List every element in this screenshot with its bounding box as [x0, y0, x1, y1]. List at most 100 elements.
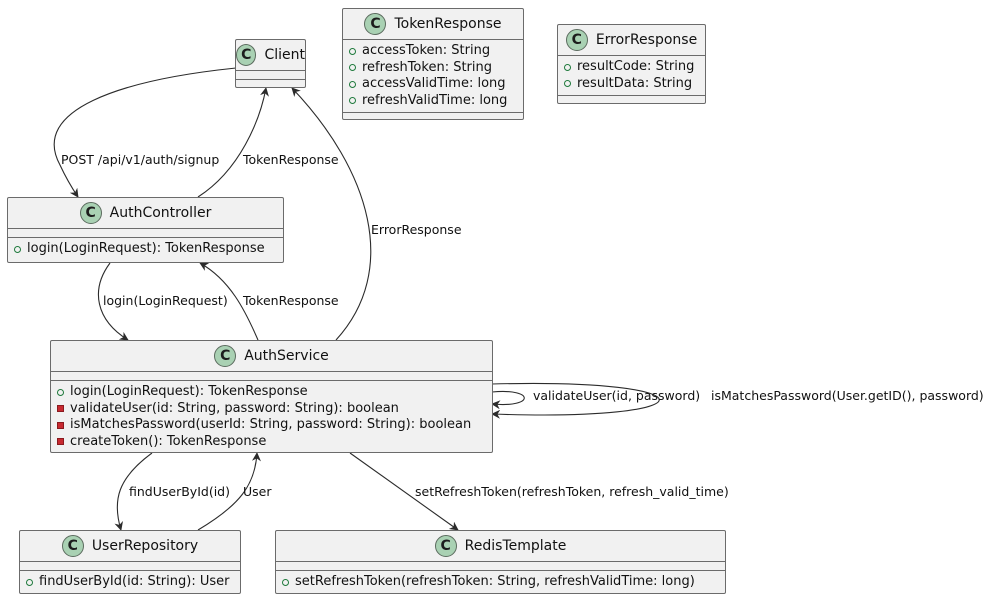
- class-header: C ErrorResponse: [558, 25, 705, 55]
- edge-label-service-to-client: ErrorResponse: [371, 222, 462, 237]
- public-visibility-icon: [349, 97, 356, 105]
- attribute-row: refreshToken: String: [349, 60, 517, 77]
- edge-self-matches: [491, 382, 660, 419]
- class-client[interactable]: C Client: [235, 39, 306, 88]
- method-list: login(LoginRequest): TokenResponse valid…: [51, 381, 492, 453]
- class-stereotype-icon: C: [61, 535, 84, 557]
- method-row: findUserById(id: String): User: [26, 574, 234, 591]
- class-stereotype-icon: C: [565, 29, 588, 51]
- method-row: login(LoginRequest): TokenResponse: [57, 384, 486, 401]
- attributes-divider: [558, 55, 705, 56]
- class-name: AuthService: [244, 348, 329, 364]
- public-visibility-icon: [282, 578, 289, 586]
- attribute-row: resultCode: String: [564, 59, 699, 76]
- class-redis-template[interactable]: C RedisTemplate setRefreshToken(refreshT…: [275, 530, 726, 594]
- method-row: login(LoginRequest): TokenResponse: [14, 241, 277, 258]
- class-stereotype-icon: C: [364, 13, 387, 35]
- edge-label-self-matches: isMatchesPassword(User.getID(), password…: [711, 388, 984, 403]
- private-visibility-icon: [57, 438, 64, 446]
- attributes-divider: [343, 39, 523, 40]
- edge-label-service-to-controller: TokenResponse: [243, 293, 339, 308]
- attribute-row: accessValidTime: long: [349, 76, 517, 93]
- edge-client-to-controller: [53, 67, 237, 198]
- edge-label-service-to-repository: findUserById(id): [129, 484, 230, 499]
- class-header: C UserRepository: [20, 531, 240, 561]
- class-header: C Client: [236, 40, 305, 70]
- attribute-list: accessToken: String refreshToken: String…: [343, 40, 523, 112]
- attribute-row: resultData: String: [564, 76, 699, 93]
- class-header: C AuthController: [8, 198, 283, 228]
- method-list: findUserById(id: String): User: [20, 571, 240, 594]
- empty-attributes: [236, 71, 305, 79]
- public-visibility-icon: [349, 64, 356, 72]
- attribute-row: refreshValidTime: long: [349, 93, 517, 110]
- method-row: validateUser(id: String, password: Strin…: [57, 401, 486, 418]
- edge-service-to-client: [291, 87, 372, 341]
- empty-attributes: [8, 229, 283, 237]
- private-visibility-icon: [57, 405, 64, 413]
- class-stereotype-icon: C: [79, 202, 102, 224]
- edge-repository-to-service: [197, 452, 261, 531]
- class-header: C AuthService: [51, 341, 492, 371]
- class-header: C TokenResponse: [343, 9, 523, 39]
- edge-service-to-controller: [199, 262, 259, 341]
- class-stereotype-icon: C: [236, 44, 257, 66]
- edge-service-to-redis: [349, 452, 459, 531]
- class-header: C RedisTemplate: [276, 531, 725, 561]
- class-user-repository[interactable]: C UserRepository findUserById(id: String…: [19, 530, 241, 594]
- method-row: setRefreshToken(refreshToken: String, re…: [282, 574, 719, 591]
- methods-divider: [558, 95, 705, 96]
- edge-controller-to-service: [97, 262, 129, 341]
- public-visibility-icon: [57, 388, 64, 396]
- class-name: RedisTemplate: [464, 538, 567, 554]
- method-row: createToken(): TokenResponse: [57, 434, 486, 451]
- class-auth-service[interactable]: C AuthService login(LoginRequest): Token…: [50, 340, 493, 453]
- edge-self-validate: [491, 390, 525, 410]
- class-token-response[interactable]: C TokenResponse accessToken: String refr…: [342, 8, 524, 120]
- public-visibility-icon: [14, 245, 21, 253]
- attributes-divider: [276, 561, 725, 562]
- class-name: UserRepository: [91, 538, 199, 554]
- attributes-divider: [20, 561, 240, 562]
- edge-service-to-repository: [114, 452, 153, 531]
- class-stereotype-icon: C: [434, 535, 457, 557]
- private-visibility-icon: [57, 421, 64, 429]
- empty-attributes: [276, 562, 725, 570]
- attributes-divider: [51, 371, 492, 372]
- public-visibility-icon: [564, 80, 571, 88]
- public-visibility-icon: [26, 578, 33, 586]
- edge-label-repository-to-service: User: [243, 484, 272, 499]
- class-stereotype-icon: C: [214, 345, 237, 367]
- class-name: TokenResponse: [394, 16, 502, 32]
- edge-label-self-validate: validateUser(id, password): [533, 388, 701, 403]
- method-row: isMatchesPassword(userId: String, passwo…: [57, 417, 486, 434]
- class-name: Client: [264, 47, 305, 63]
- attributes-divider: [236, 70, 305, 71]
- methods-divider: [51, 380, 492, 381]
- public-visibility-icon: [349, 80, 356, 88]
- edge-label-controller-to-client: TokenResponse: [243, 152, 339, 167]
- empty-attributes: [20, 562, 240, 570]
- method-list: login(LoginRequest): TokenResponse: [8, 238, 283, 261]
- attribute-row: accessToken: String: [349, 43, 517, 60]
- attribute-list: resultCode: String resultData: String: [558, 56, 705, 95]
- class-name: ErrorResponse: [595, 32, 698, 48]
- methods-divider: [20, 570, 240, 571]
- method-list: setRefreshToken(refreshToken: String, re…: [276, 571, 725, 594]
- attributes-divider: [8, 228, 283, 229]
- methods-divider: [343, 112, 523, 113]
- edge-label-client-to-controller: POST /api/v1/auth/signup: [61, 152, 220, 167]
- class-error-response[interactable]: C ErrorResponse resultCode: String resul…: [557, 24, 706, 104]
- methods-divider: [8, 237, 283, 238]
- public-visibility-icon: [564, 63, 571, 71]
- edge-controller-to-client: [197, 87, 269, 198]
- public-visibility-icon: [349, 47, 356, 55]
- methods-divider: [236, 79, 305, 80]
- class-auth-controller[interactable]: C AuthController login(LoginRequest): To…: [7, 197, 284, 263]
- methods-divider: [276, 570, 725, 571]
- edge-label-controller-to-service: login(LoginRequest): [103, 293, 228, 308]
- empty-attributes: [51, 372, 492, 380]
- class-name: AuthController: [109, 205, 212, 221]
